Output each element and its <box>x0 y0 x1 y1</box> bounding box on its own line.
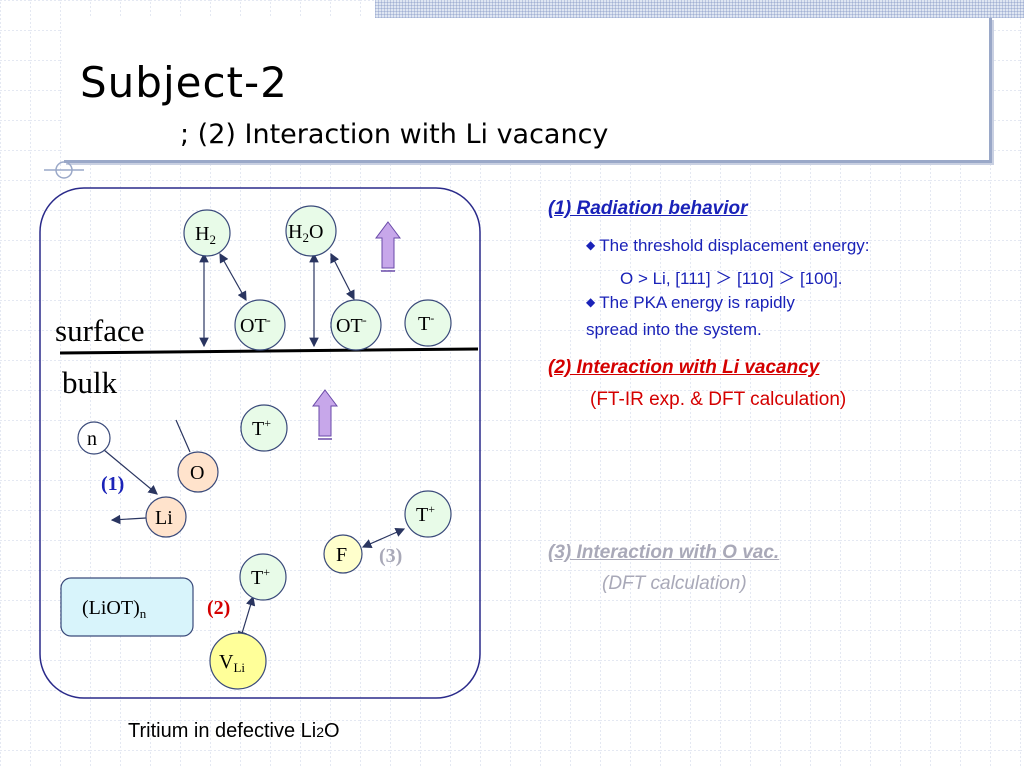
slide-subtitle: ; (2) Interaction with Li vacancy <box>180 119 609 150</box>
bullet-1-line-2: O > Li, [111] ＞ [110] ＞ [100]. <box>620 269 843 288</box>
section-1-heading: (1) Radiation behavior <box>548 198 748 219</box>
process-tag-1: (1) <box>101 473 124 495</box>
surface-line <box>59 347 479 355</box>
lithium-node: Li <box>145 496 187 538</box>
svg-text:T+: T+ <box>251 565 270 589</box>
section-3-note: (DFT calculation) <box>602 573 747 594</box>
n-li-arrow <box>103 449 158 495</box>
svg-text:VLi: VLi <box>219 651 245 675</box>
section-2-note: (FT-IR exp. & DFT calculation) <box>590 389 847 410</box>
h2o-ot-arrow <box>330 252 355 301</box>
li-vacancy-node: VLi <box>209 632 267 690</box>
up-arrow-icon <box>375 221 401 272</box>
f-center-node: F <box>323 534 363 574</box>
bullet-2-line-1: ◆The PKA energy is rapidly <box>586 293 795 312</box>
ot-node: OT- <box>330 299 382 351</box>
title-ornament-icon <box>44 161 84 179</box>
svg-text:F: F <box>336 544 347 566</box>
svg-text:OT-: OT- <box>336 313 367 337</box>
h2-node: H2 <box>183 209 231 257</box>
section-2-heading: (2) Interaction with Li vacancy <box>548 357 820 378</box>
li-left-arrow <box>110 514 147 525</box>
bulk-label: bulk <box>62 365 118 400</box>
liot-cluster-node: (LiOT)n <box>60 577 194 637</box>
svg-text:H2O: H2O <box>288 221 323 245</box>
bullet-1-line-1: ◆The threshold displacement energy: <box>586 236 870 255</box>
svg-text:H2: H2 <box>195 223 216 247</box>
t-plus-node: T+ <box>240 404 288 452</box>
process-tag-2: (2) <box>207 597 230 619</box>
ot-node: OT- <box>234 299 286 351</box>
diamond-bullet-icon: ◆ <box>586 295 596 309</box>
bullet-2-line-2: spread into the system. <box>586 320 762 339</box>
svg-text:Li: Li <box>155 507 173 529</box>
svg-text:(LiOT)n: (LiOT)n <box>82 597 147 621</box>
surface-label: surface <box>55 313 145 348</box>
svg-text:T+: T+ <box>416 502 435 526</box>
svg-text:O: O <box>190 462 204 484</box>
svg-text:T-: T- <box>418 311 434 335</box>
header-banner <box>375 0 1024 18</box>
oxygen-node: O <box>177 451 219 493</box>
svg-text:OT-: OT- <box>240 313 271 337</box>
process-tag-3: (3) <box>379 545 402 567</box>
neutron-node: n <box>77 421 111 455</box>
t-plus-node: T+ <box>239 553 287 601</box>
h2-ot-arrow <box>219 252 247 302</box>
section-3-heading: (3) Interaction with O vac. <box>548 542 780 563</box>
o-arrow <box>175 419 191 453</box>
t-plus-node: T+ <box>404 490 452 538</box>
svg-text:T+: T+ <box>252 416 271 440</box>
title-box <box>64 18 992 163</box>
t-minus-node: T- <box>404 299 452 347</box>
h2o-node: H2O <box>285 205 337 257</box>
svg-text:n: n <box>87 428 97 450</box>
diagram-caption: Tritium in defective Li2O <box>128 720 340 742</box>
f-t-arrow <box>361 527 406 549</box>
crystal-container <box>39 187 481 699</box>
diamond-bullet-icon: ◆ <box>586 238 596 252</box>
slide-title: Subject-2 <box>80 58 288 107</box>
up-arrow-icon <box>312 389 338 440</box>
